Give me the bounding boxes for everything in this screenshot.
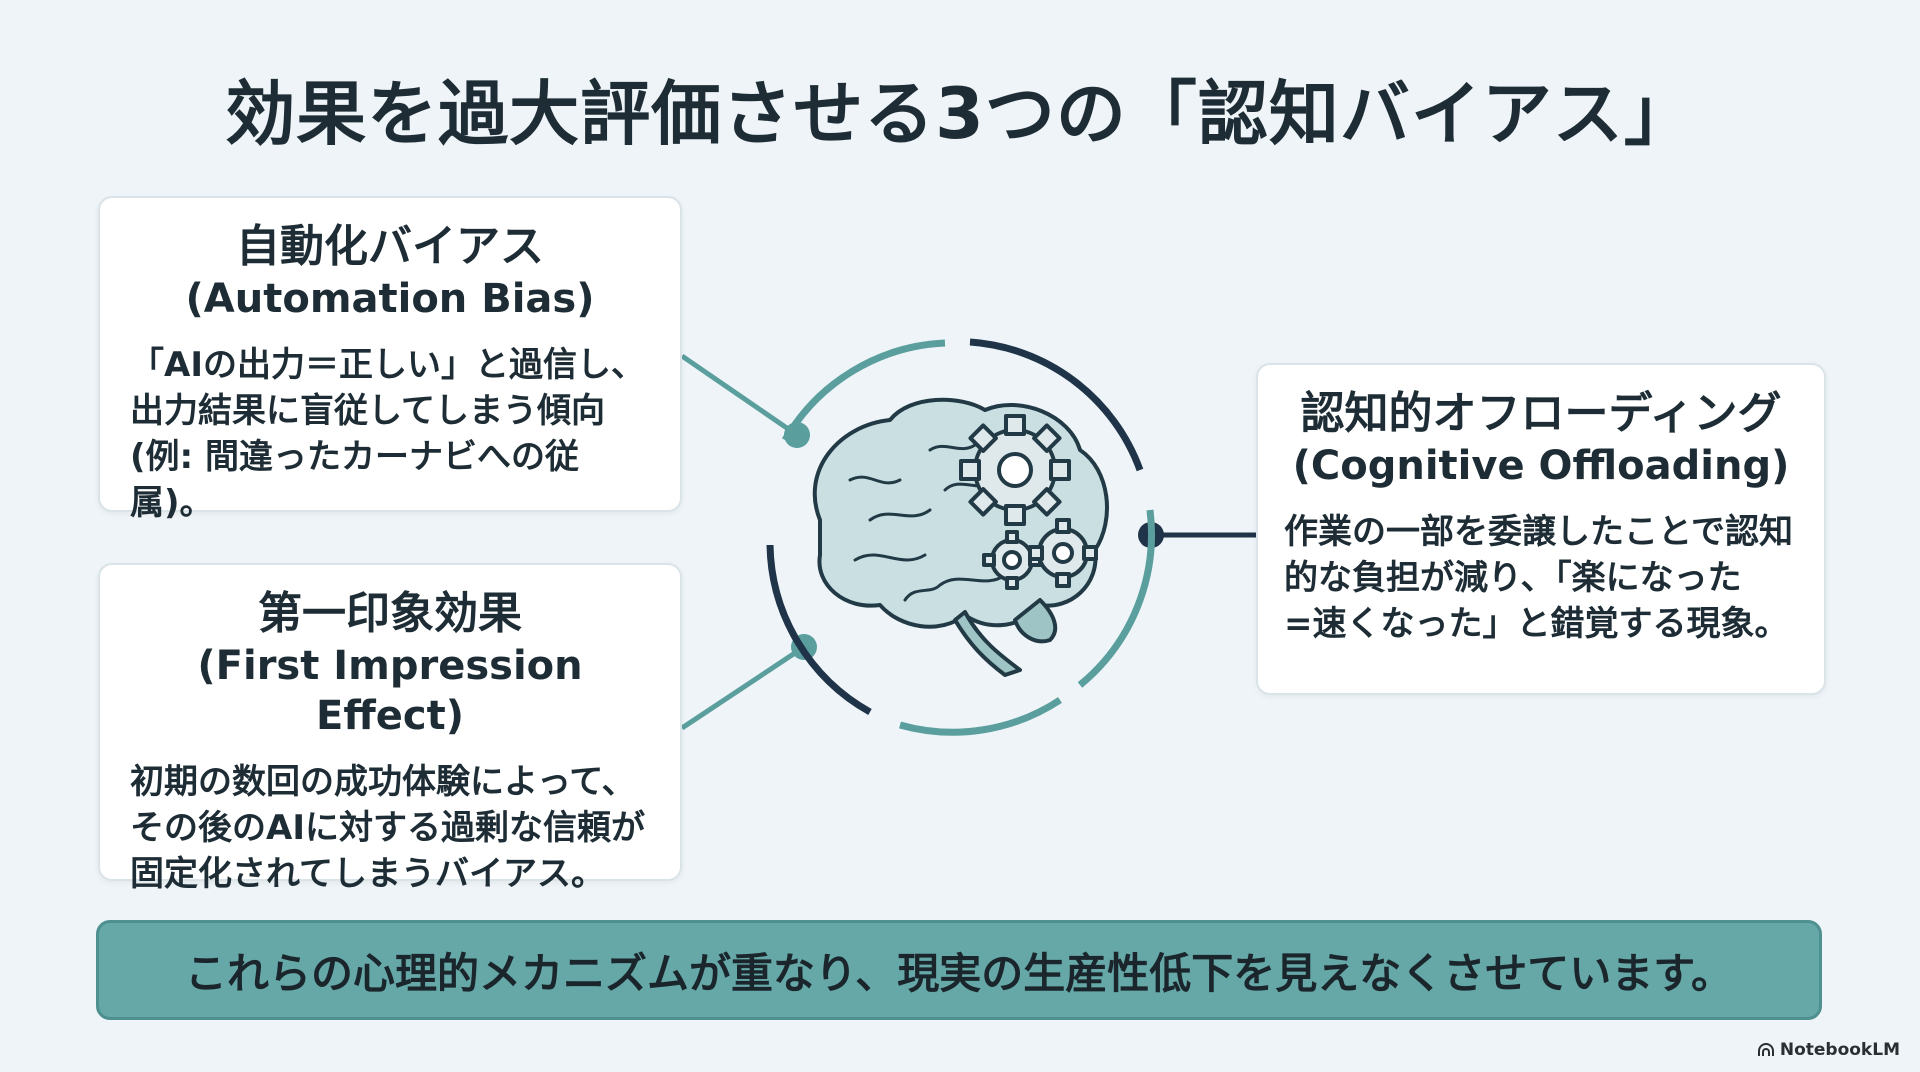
card-first-impression-effect: 第一印象効果 (First Impression Effect) 初期の数回の成… — [98, 563, 682, 894]
card-body-line: その後のAIに対する過剰な信頼が — [130, 808, 645, 848]
card-body-line: 的な負担が減り、「楽になった — [1284, 558, 1742, 598]
connector-automation — [680, 353, 799, 438]
card-body-line: 初期の数回の成功体験によって、 — [130, 762, 636, 802]
card-heading: 自動化バイアス — [236, 221, 544, 272]
segmented-ring — [766, 338, 1155, 736]
card-body-line: 作業の一部を委譲したことで認知 — [1284, 512, 1793, 552]
card-body-line: 固定化されてしまうバイアス。 — [130, 854, 605, 894]
card-subheading: (Cognitive Offloading) — [1292, 443, 1790, 489]
summary-banner: これらの心理的メカニズムが重なり、現実の生産性低下を見えなくさせています。 — [96, 920, 1822, 1020]
brand-watermark: NotebookLM — [1757, 1040, 1900, 1060]
card-body-line: =速くなった」と錯覚する現象。 — [1284, 604, 1789, 644]
brand-name: NotebookLM — [1779, 1040, 1900, 1060]
card-heading: 第一印象効果 — [258, 588, 522, 639]
summary-banner-text: これらの心理的メカニズムが重なり、現実の生産性低下を見えなくさせています。 — [184, 948, 1734, 998]
card-subheading: (Automation Bias) — [185, 276, 595, 322]
connector-first-impression — [680, 644, 806, 731]
card-body-line: (例: 間違ったカーナビへの従属)。 — [130, 437, 579, 523]
brain-with-gears-icon — [812, 397, 1109, 677]
card-heading: 認知的オフローディング — [1300, 388, 1782, 439]
card-body-line: 「AIの出力＝正しい」と過信し、 — [130, 345, 645, 385]
notebooklm-logo-icon — [1757, 1043, 1774, 1056]
card-automation-bias: 自動化バイアス (Automation Bias) 「AIの出力＝正しい」と過信… — [98, 196, 682, 523]
card-body-line: 出力結果に盲従してしまう傾向 — [130, 391, 605, 431]
card-cognitive-offloading: 認知的オフローディング (Cognitive Offloading) 作業の一部… — [1256, 363, 1826, 695]
card-subheading: (First Impression Effect) — [197, 643, 583, 739]
card-body: 「AIの出力＝正しい」と過信し、 出力結果に盲従してしまう傾向 (例: 間違った… — [130, 342, 650, 526]
card-body: 作業の一部を委譲したことで認知 的な負担が減り、「楽になった =速くなった」と錯… — [1284, 509, 1798, 647]
card-body: 初期の数回の成功体験によって、 その後のAIに対する過剰な信頼が 固定化されてし… — [130, 759, 650, 897]
page-title: 効果を過大評価させる3つの「認知バイアス」 — [225, 73, 1695, 155]
